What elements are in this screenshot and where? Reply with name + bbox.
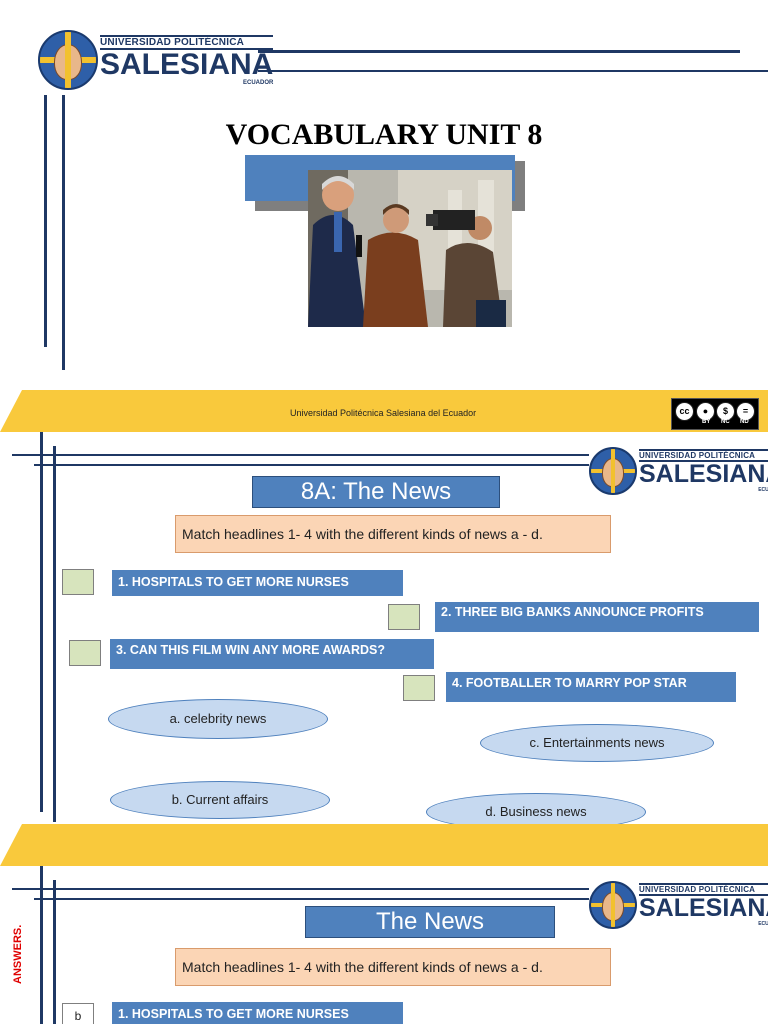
creative-commons-badge[interactable]: cc ● $ = BY NC ND [671,398,759,430]
nd-icon: = [736,402,755,421]
vertical-rule-line-2 [53,880,56,1024]
founder-portrait-icon [602,892,624,921]
headline-1: 1. HOSPITALS TO GET MORE NURSES [112,1002,403,1024]
reporters-interview-photo [308,170,512,327]
globe-icon [589,447,637,495]
instruction-box: Match headlines 1- 4 with the different … [175,515,611,553]
answer-box-3[interactable] [69,640,101,666]
answer-box-1[interactable]: b [62,1003,94,1024]
horizontal-rule-line-2 [34,898,768,900]
by-icon: ● [696,402,715,421]
option-a: a. celebrity news [108,699,328,739]
horizontal-rule-line [12,888,768,890]
vertical-rule-line [40,866,43,1024]
vertical-rule-line [44,95,47,347]
horizontal-rule-line-2 [34,464,768,466]
logo-salesiana: SALESIANA [639,894,768,922]
instruction-box: Match headlines 1- 4 with the different … [175,948,611,986]
nc-label: NC [721,419,730,425]
vertical-rule-line-2 [62,95,65,370]
footer-band [0,824,768,866]
answers-side-label: ANSWERS. [12,924,24,984]
university-logo: UNIVERSIDAD POLITÉCNICA SALESIANA ECUADO… [38,30,274,90]
headline-1: 1. HOSPITALS TO GET MORE NURSES [112,570,403,596]
answer-box-4[interactable] [403,675,435,701]
logo-salesiana: SALESIANA [639,460,768,488]
option-d: d. Business news [426,793,646,831]
university-logo: UNIVERSIDAD POLITÉCNICA SALESIANA ECUADO… [589,881,768,929]
nd-label: ND [740,419,749,425]
horizontal-rule-line [12,454,768,456]
globe-icon [38,30,98,90]
headline-3: 3. CAN THIS FILM WIN ANY MORE AWARDS? [110,639,434,669]
footer-band [0,390,768,432]
logo-university-line: UNIVERSIDAD POLITÉCNICA [100,34,274,50]
nc-icon: $ [716,402,735,421]
logo-university-line: UNIVERSIDAD POLITÉCNICA [639,449,768,462]
cc-icon: cc [675,402,694,421]
logo-university-line: UNIVERSIDAD POLITÉCNICA [639,883,768,896]
slide-2: UNIVERSIDAD POLITÉCNICA SALESIANA ECUADO… [0,432,768,831]
footer-university-text: Universidad Politécnica Salesiana del Ec… [290,408,477,418]
headline-4: 4. FOOTBALLER TO MARRY POP STAR [446,672,736,702]
logo-ecuador: ECUADOR [758,487,768,493]
slide-3: UNIVERSIDAD POLITÉCNICA SALESIANA ECUADO… [0,866,768,1024]
answer-box-2[interactable] [388,604,420,630]
university-logo: UNIVERSIDAD POLITÉCNICA SALESIANA ECUADO… [589,447,768,495]
vertical-rule-line-2 [53,446,56,822]
page-title: VOCABULARY UNIT 8 [225,118,543,151]
option-b: b. Current affairs [110,781,330,819]
logo-ecuador: ECUADOR [758,921,768,927]
answer-box-1[interactable] [62,569,94,595]
vertical-rule-line [40,432,43,812]
top-rule-line-2 [258,70,768,72]
slide-title: The News [305,906,555,938]
headline-2: 2. THREE BIG BANKS ANNOUNCE PROFITS [435,602,759,632]
footer-band-edge [0,390,22,432]
globe-icon [589,881,637,929]
option-c: c. Entertainments news [480,724,714,762]
footer-band-edge [0,824,22,866]
founder-portrait-icon [602,458,624,487]
slide-title: 8A: The News [252,476,500,508]
founder-portrait-icon [54,44,82,80]
logo-salesiana: SALESIANA [100,47,274,81]
by-label: BY [702,419,711,425]
logo-ecuador: ECUADOR [243,79,274,86]
slide-1: UNIVERSIDAD POLITÉCNICA SALESIANA ECUADO… [0,0,768,390]
top-rule-line [258,50,740,53]
